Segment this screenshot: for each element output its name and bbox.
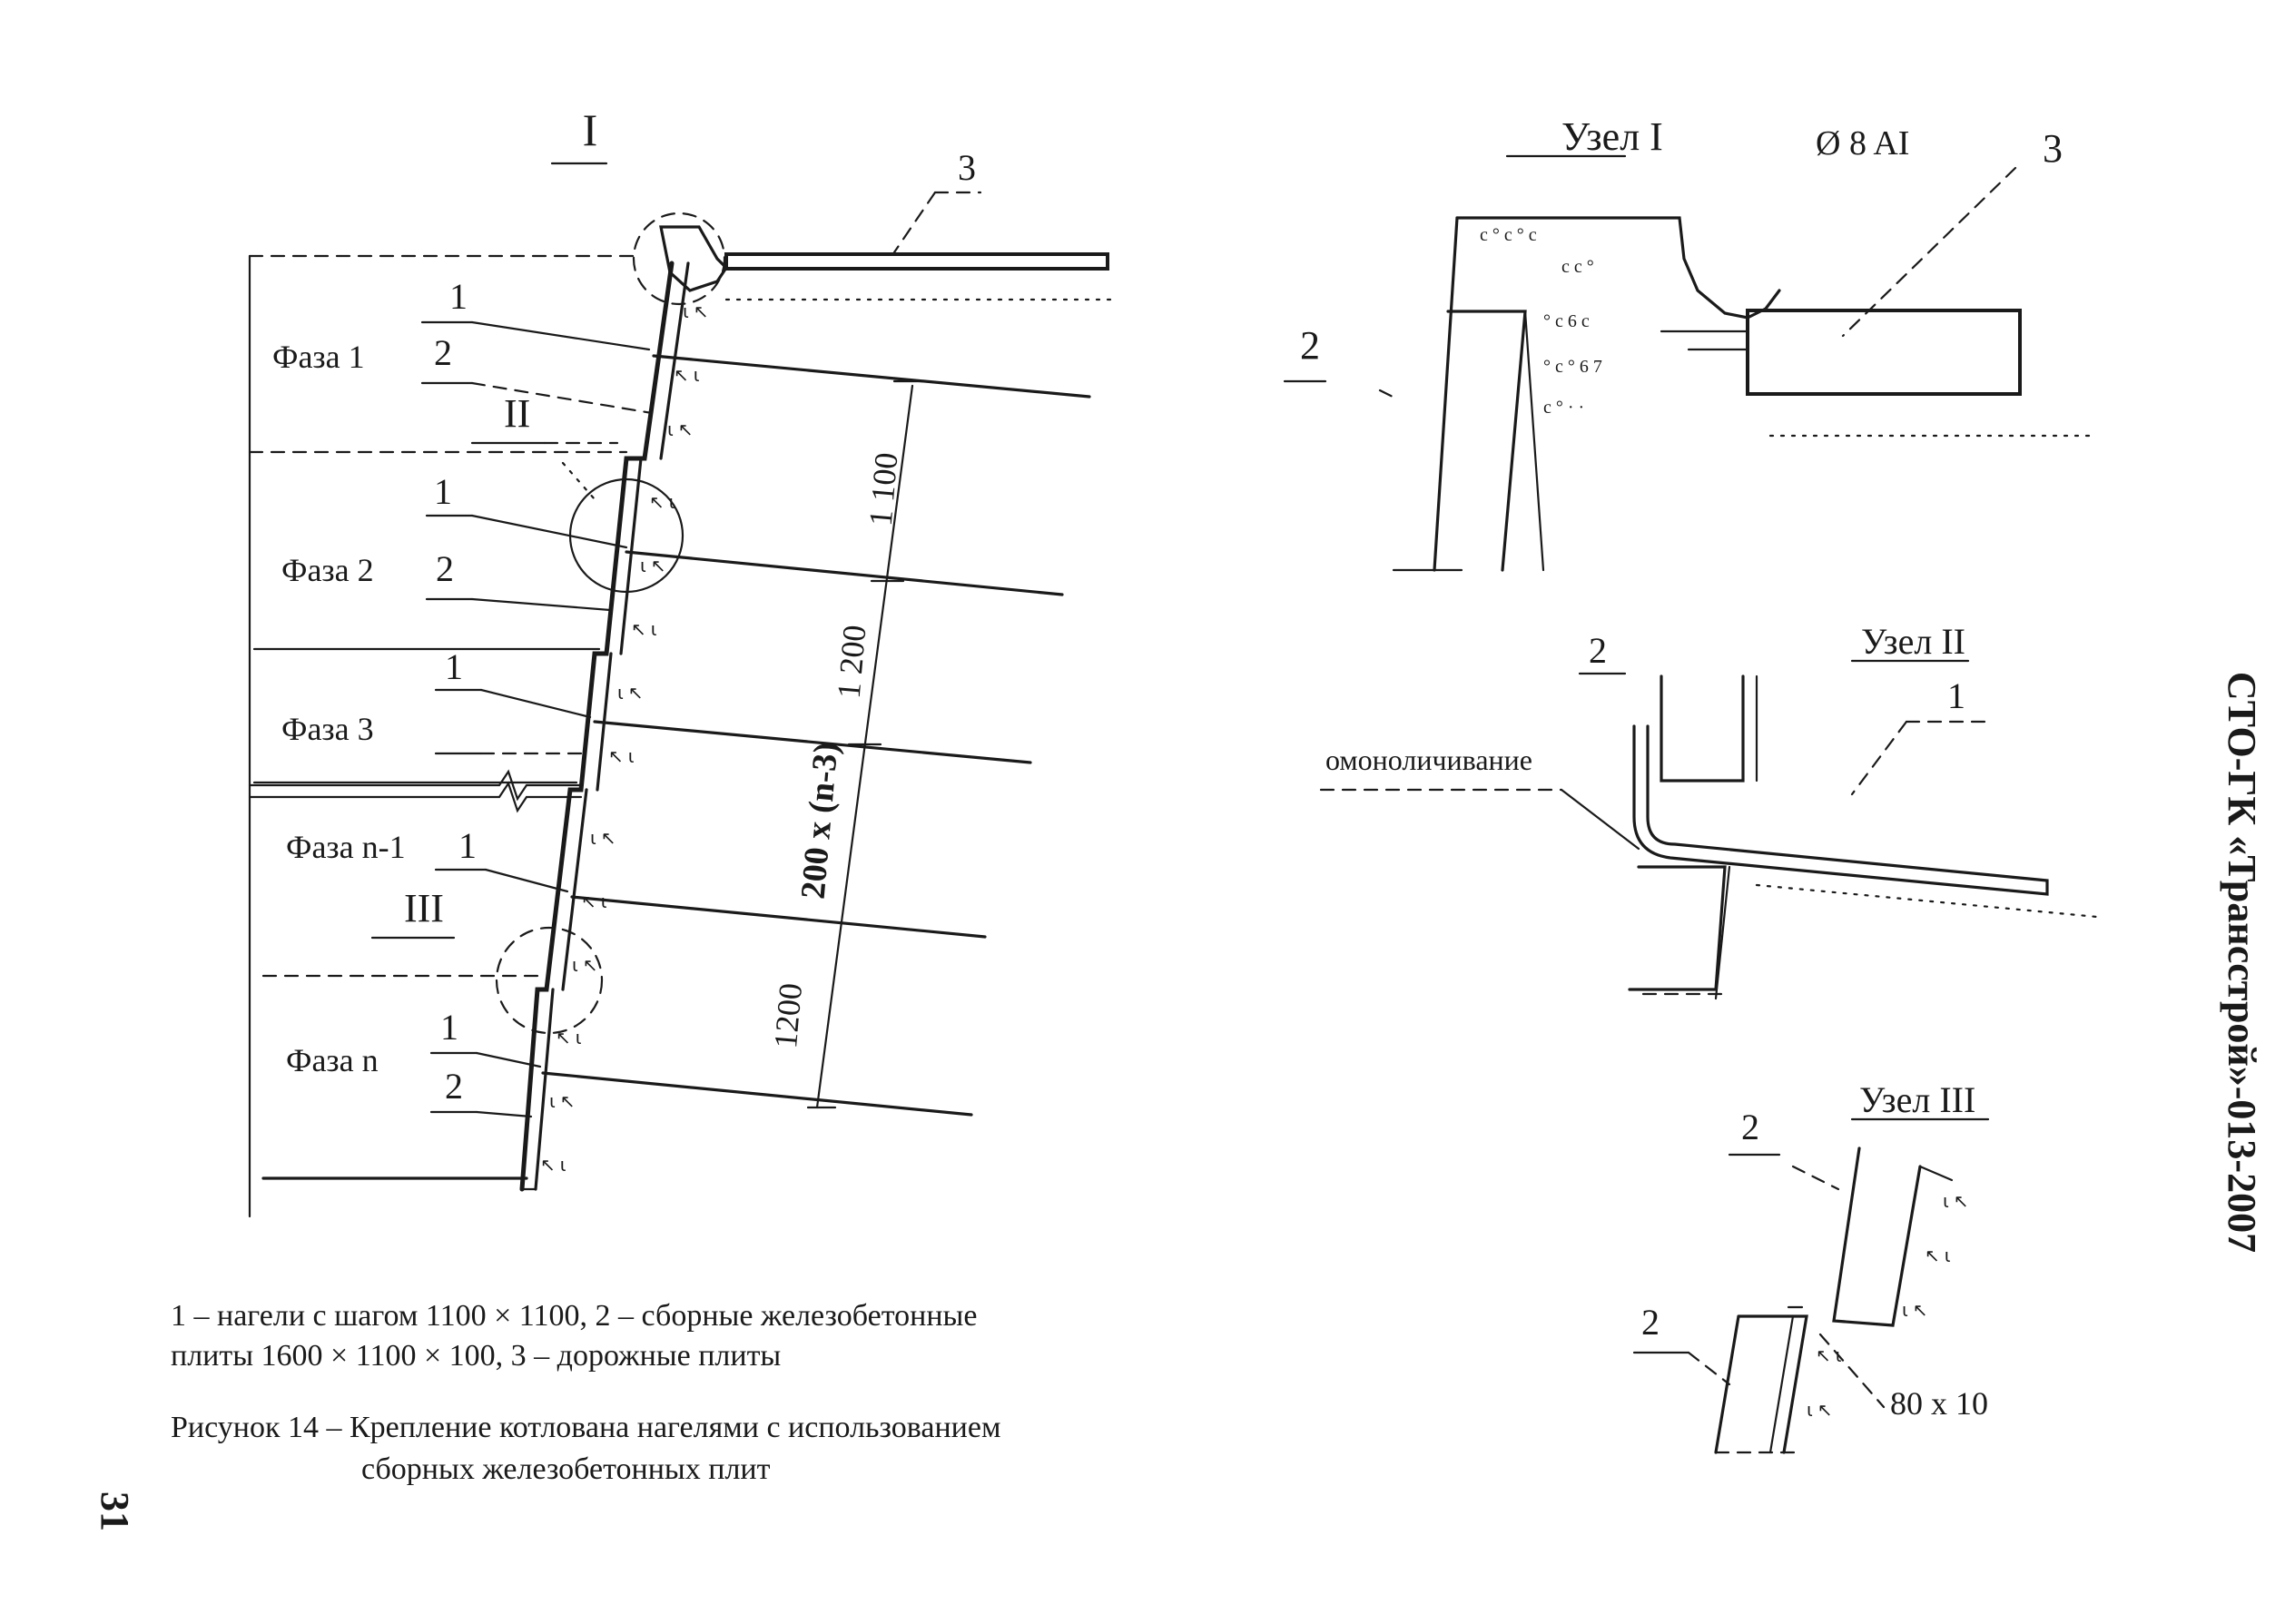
- break-line: [248, 769, 583, 802]
- legend: 1 – нагели с шагом 1100 × 1100, 2 – сбор…: [171, 1296, 977, 1376]
- detail-1-rebar: Ø 8 AI: [1816, 124, 1909, 162]
- callout-3: 3: [958, 147, 976, 188]
- svg-text:ꙇ ↖: ꙇ ↖: [683, 302, 709, 322]
- section-mark: I: [583, 104, 598, 155]
- svg-text:c c °: c c °: [1561, 257, 1594, 277]
- dim-1200-top: 1 200: [831, 624, 873, 700]
- detail-2-label-1: 1: [1947, 675, 1965, 716]
- node-circle-2: [568, 477, 685, 594]
- svg-text:↖ ꙇ: ↖ ꙇ: [1816, 1346, 1842, 1366]
- svg-text:↖ ꙇ: ↖ ꙇ: [674, 366, 700, 386]
- detail-3-label-2-top: 2: [1741, 1107, 1759, 1147]
- callouts: 1 2 1 2 1 1 1 2: [420, 276, 654, 1118]
- caption-line-1: Рисунок 14 – Крепление котлована нагелям…: [171, 1411, 1001, 1444]
- svg-text:↖ ꙇ: ↖ ꙇ: [1925, 1246, 1951, 1266]
- detail-node-2: Узел II 2 1 омоноличивание: [1319, 621, 2099, 1000]
- svg-text:↖ ꙇ: ↖ ꙇ: [556, 1029, 582, 1048]
- svg-text:2: 2: [436, 548, 454, 589]
- phase-label-n: Фаза n: [286, 1042, 379, 1078]
- caption-line-2: сборных железобетонных плит: [361, 1452, 771, 1486]
- svg-text:ꙇ ↖: ꙇ ↖: [590, 829, 616, 849]
- detail-node-1: Узел I Ø 8 AI 3 2 c ° c ° c c c ° ° c 6 …: [1283, 114, 2094, 572]
- phase-boundaries: [248, 254, 628, 1218]
- detail-3-dim: 80 x 10: [1890, 1385, 1988, 1422]
- svg-text:1: 1: [445, 646, 463, 687]
- legend-line-1: 1 – нагели с шагом 1100 × 1100, 2 – сбор…: [171, 1299, 978, 1333]
- svg-text:1: 1: [449, 276, 468, 317]
- svg-text:ꙇ ↖: ꙇ ↖: [549, 1092, 576, 1112]
- svg-text:↖ ꙇ: ↖ ꙇ: [581, 892, 607, 912]
- phase-label-2: Фаза 2: [281, 552, 374, 588]
- svg-text:2: 2: [434, 332, 452, 373]
- svg-text:ꙇ ↖: ꙇ ↖: [1807, 1401, 1833, 1421]
- node-mark-3: III: [404, 886, 444, 930]
- svg-text:1: 1: [434, 471, 452, 512]
- detail-1-label-3: 3: [2043, 126, 2063, 171]
- phase-label-3: Фаза 3: [281, 711, 374, 747]
- side-header: СТО-ГК «Трансстрой»-013-2007: [2220, 672, 2264, 1253]
- svg-text:↖ ꙇ: ↖ ꙇ: [631, 620, 657, 640]
- legend-line-2: плиты 1600 × 1100 × 100, 3 – дорожные пл…: [171, 1339, 782, 1373]
- node-mark-2: II: [504, 391, 530, 436]
- road-plate: [248, 252, 1114, 301]
- main-section-figure: I 3 ꙇ ↖ ↖ ꙇ ꙇ ↖ ↖ ꙇ ꙇ ↖ ↖ ꙇ ꙇ ↖ ↖ ꙇ ꙇ ↖ ↖ ꙇ ꙇ ↖…: [248, 104, 1114, 1218]
- phase-label-n-1: Фаза n-1: [286, 829, 406, 865]
- svg-text:↖ ꙇ: ↖ ꙇ: [540, 1156, 566, 1176]
- svg-text:ꙇ ↖: ꙇ ↖: [667, 420, 694, 440]
- detail-1-label-2: 2: [1300, 323, 1320, 368]
- detail-node-3: Узел III 2 2 80 x 10 ꙇ ↖ ↖ ꙇ ꙇ ↖ ↖ ꙇ ꙇ ↖: [1632, 1079, 1990, 1454]
- svg-text:1: 1: [440, 1007, 458, 1048]
- detail-1-title: Узел I: [1561, 114, 1663, 159]
- cap-block: [659, 225, 729, 292]
- page-number: 31: [93, 1491, 137, 1531]
- soil-hatch: ꙇ ↖↖ ꙇꙇ ↖ ↖ ꙇꙇ ↖↖ ꙇ ꙇ ↖↖ ꙇꙇ ↖ ↖ ꙇꙇ ↖↖ ꙇ …: [540, 302, 709, 1176]
- svg-text:° c 6 c: ° c 6 c: [1543, 311, 1590, 331]
- dim-middle: 200 x (n-3): [794, 741, 846, 901]
- svg-text:2: 2: [445, 1066, 463, 1107]
- phase-label-1: Фаза 1: [272, 339, 365, 375]
- nails: [541, 354, 1091, 1117]
- detail-3-title: Узел III: [1859, 1079, 1975, 1120]
- svg-text:° c ° 6 7: ° c ° 6 7: [1543, 357, 1602, 377]
- wall-panels: [519, 261, 690, 1192]
- dim-1100: 1 100: [862, 451, 905, 527]
- svg-text:1: 1: [458, 825, 477, 866]
- detail-2-title: Узел II: [1861, 621, 1965, 662]
- node-circle-3: [495, 926, 604, 1035]
- svg-text:ꙇ ↖: ꙇ ↖: [617, 684, 644, 704]
- detail-2-note: омоноличивание: [1325, 743, 1532, 776]
- svg-text:c ° · ·: c ° · ·: [1543, 398, 1584, 418]
- svg-text:ꙇ ↖: ꙇ ↖: [1943, 1192, 1969, 1212]
- svg-text:ꙇ ↖: ꙇ ↖: [640, 556, 666, 576]
- svg-text:ꙇ ↖: ꙇ ↖: [572, 956, 598, 976]
- svg-text:↖ ꙇ: ↖ ꙇ: [608, 747, 635, 767]
- svg-text:c ° c ° c: c ° c ° c: [1480, 225, 1537, 245]
- figure-caption: Рисунок 14 – Крепление котлована нагелям…: [171, 1407, 1000, 1491]
- detail-2-label-2: 2: [1589, 630, 1607, 671]
- dim-1200-bottom: 1200: [767, 981, 809, 1049]
- detail-3-label-2-bottom: 2: [1641, 1302, 1660, 1343]
- svg-text:ꙇ ↖: ꙇ ↖: [1902, 1301, 1928, 1321]
